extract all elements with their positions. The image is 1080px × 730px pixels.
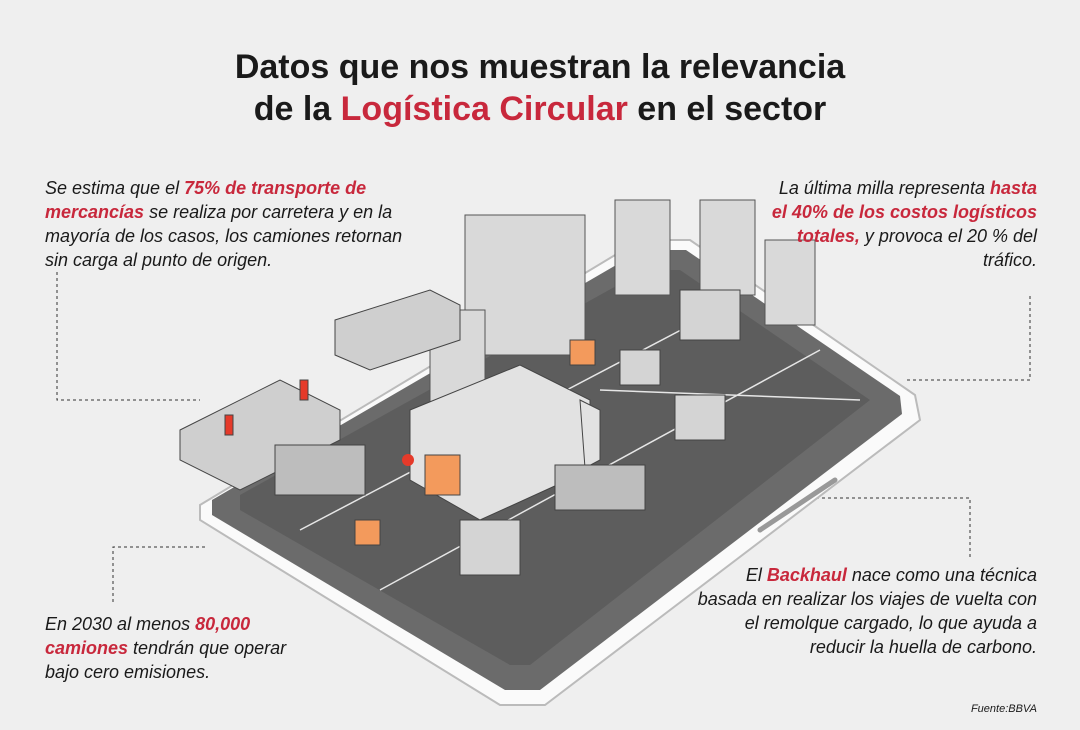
- fact-highlight: Backhaul: [766, 565, 847, 585]
- fact-text: En 2030 al menos: [45, 614, 196, 634]
- fact-highlight: 75% de transporte de mercancías: [45, 178, 367, 222]
- fact-highlight: hasta el 40% de los costos logísticos to…: [771, 178, 1037, 246]
- pallets: [274, 339, 646, 546]
- fact-top-left: Se estima que el 75% de transporte de me…: [45, 176, 425, 272]
- fact-text: tendrán que operar bajo cero emisiones.: [45, 638, 287, 682]
- title-text: en el sector: [627, 90, 827, 128]
- robot-arm-and-forklifts: [459, 289, 741, 576]
- truck: [409, 364, 601, 521]
- fact-text: y provoca el 20 % del tráfico.: [859, 226, 1037, 270]
- shelves: [429, 199, 816, 406]
- title-line-1: Datos que nos muestran la relevancia: [234, 48, 846, 86]
- title-text: de la: [253, 90, 341, 128]
- fact-text: Se estima que el: [45, 178, 185, 198]
- title-highlight: Logística Circular: [340, 90, 628, 128]
- source-note: Fuente:BBVA: [970, 703, 1037, 715]
- fact-text: se realiza por carretera y en la mayoría…: [45, 202, 403, 270]
- fact-top-right: La última milla representa hasta el 40% …: [767, 176, 1037, 272]
- worker-helmet: [402, 454, 414, 466]
- fact-bottom-left: En 2030 al menos 80,000 camiones tendrán…: [45, 612, 305, 684]
- fact-text: nace como una técnica basada en realizar…: [697, 565, 1037, 657]
- fact-text: La última milla representa: [778, 178, 990, 198]
- fact-text: El: [745, 565, 767, 585]
- fact-bottom-right: El Backhaul nace como una técnica basada…: [697, 563, 1037, 659]
- fact-highlight: 80,000 camiones: [45, 614, 251, 658]
- page-title: Datos que nos muestran la relevancia de …: [0, 46, 1080, 130]
- train: [179, 289, 461, 491]
- title-line-2: de la Logística Circular en el sector: [0, 88, 1080, 130]
